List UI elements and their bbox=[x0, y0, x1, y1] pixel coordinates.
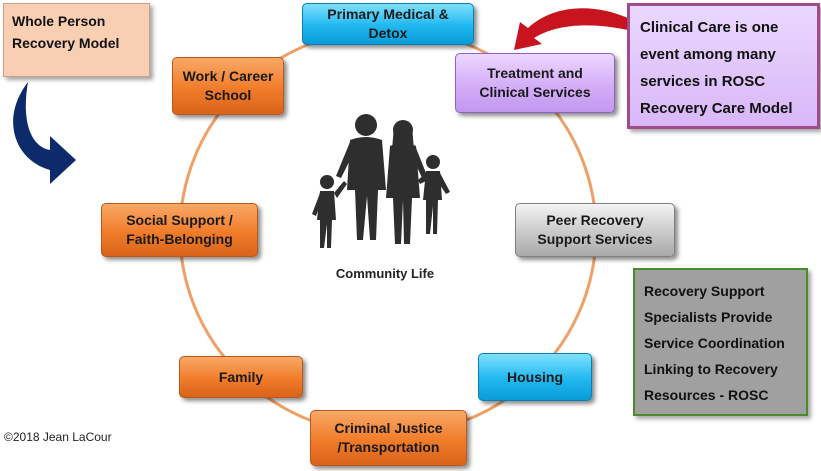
node-peer-recovery-support: Peer Recovery Support Services bbox=[515, 203, 675, 257]
node-treatment-clinical-services: Treatment and Clinical Services bbox=[455, 53, 615, 113]
copyright-text: ©2018 Jean LaCour bbox=[4, 430, 112, 444]
note-recovery-support-specialists: Recovery Support Specialists Provide Ser… bbox=[633, 268, 808, 416]
node-criminal-justice-transportation: Criminal Justice /Transportation bbox=[310, 410, 467, 466]
node-housing: Housing bbox=[478, 353, 592, 401]
center-label-community-life: Community Life bbox=[335, 266, 435, 281]
node-primary-medical-detox: Primary Medical & Detox bbox=[302, 3, 474, 45]
navy-curved-arrow-icon bbox=[13, 82, 76, 184]
node-family: Family bbox=[179, 356, 303, 398]
note-clinical-care: Clinical Care is one event among many se… bbox=[627, 3, 820, 129]
note-whole-person-model: Whole Person Recovery Model bbox=[3, 3, 150, 77]
node-work-career-school: Work / Career School bbox=[172, 57, 284, 115]
family-silhouette-icon bbox=[312, 114, 450, 248]
red-curved-arrow-icon bbox=[514, 8, 628, 51]
node-social-support-faith: Social Support / Faith-Belonging bbox=[101, 203, 258, 257]
